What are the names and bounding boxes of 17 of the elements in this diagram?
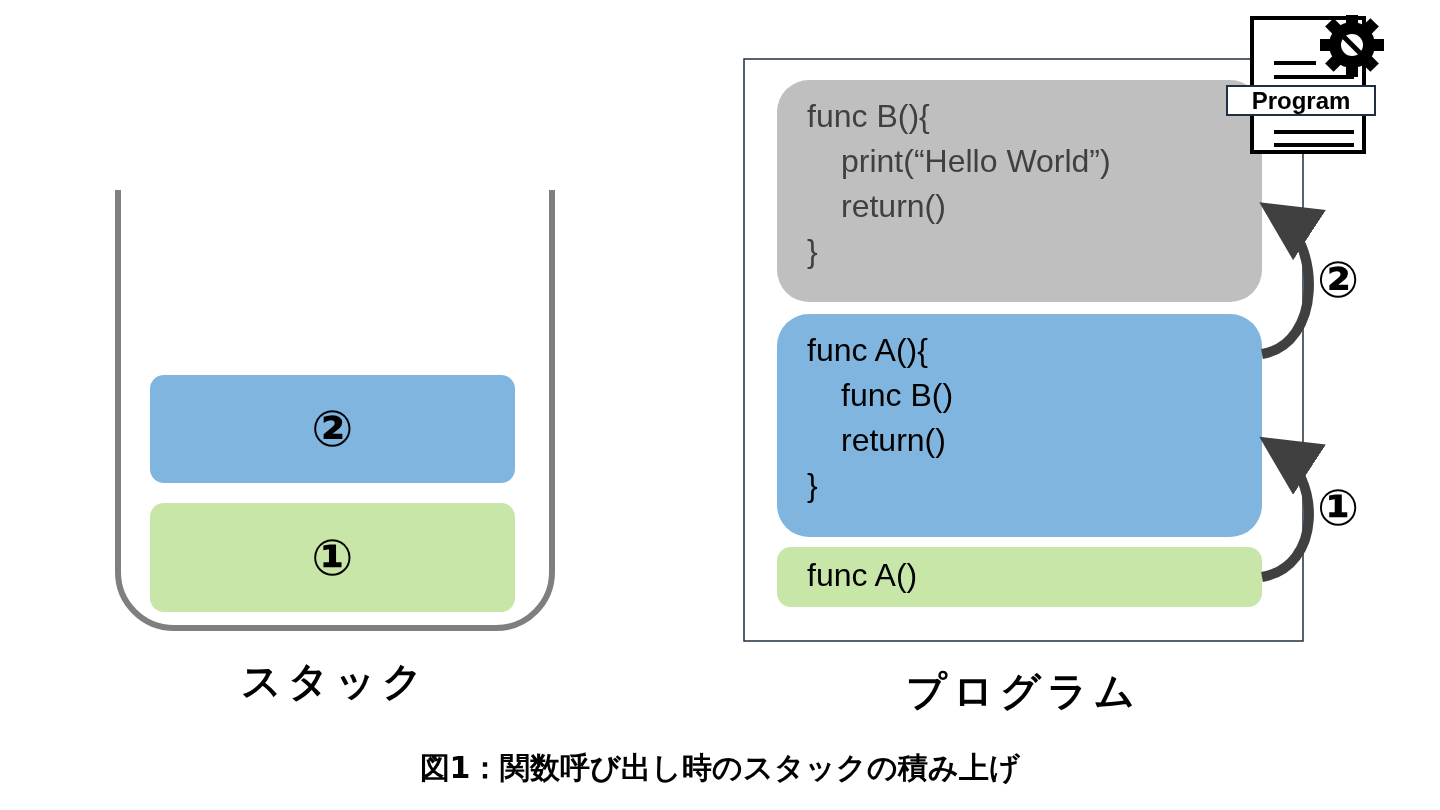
figure-caption: 図1：関数呼び出し時のスタックの積み上げ bbox=[419, 749, 1021, 787]
program-label: Program bbox=[1226, 85, 1376, 116]
stack-frame-block: ② bbox=[150, 375, 515, 483]
code-line: func B(){ bbox=[807, 97, 930, 136]
code-line: func A(){ bbox=[807, 331, 928, 370]
code-line: func B() bbox=[841, 376, 954, 415]
code-block bbox=[777, 314, 1262, 537]
program-title: プログラム bbox=[906, 667, 1141, 716]
code-line: print(“Hello World”) bbox=[841, 142, 1111, 181]
code-line: } bbox=[807, 232, 818, 271]
code-block bbox=[777, 547, 1262, 607]
code-line: return() bbox=[841, 421, 946, 460]
stack-frame-block: ① bbox=[150, 503, 515, 612]
code-line: return() bbox=[841, 187, 946, 226]
stack-title: スタック bbox=[241, 657, 429, 706]
code-line: } bbox=[807, 466, 818, 505]
code-line: func A() bbox=[807, 556, 918, 595]
